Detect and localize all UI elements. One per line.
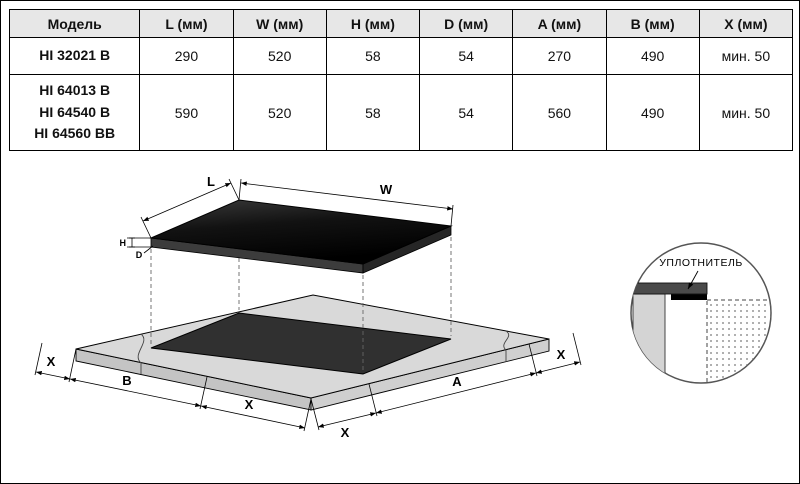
value-w: 520 xyxy=(232,74,327,151)
table-header-row: Модель L (мм) W (мм) H (мм) D (мм) A (мм… xyxy=(8,9,794,38)
value-a: 270 xyxy=(512,37,607,75)
value-h: 58 xyxy=(325,37,421,75)
dim-seg-x-front-right xyxy=(317,412,377,428)
header-d: D (мм) xyxy=(419,9,514,38)
value-h: 58 xyxy=(325,74,421,151)
value-x: мин. 50 xyxy=(698,37,794,75)
dim-label-x-front-right: X xyxy=(341,425,350,440)
dim-label-a: A xyxy=(452,374,462,389)
break-line-left xyxy=(137,333,145,374)
extension-line xyxy=(199,376,208,410)
header-x: X (мм) xyxy=(698,9,794,38)
value-b: 490 xyxy=(605,74,700,151)
header-w: W (мм) xyxy=(232,9,327,38)
dimensions-table: Модель L (мм) W (мм) H (мм) D (мм) A (мм… xyxy=(8,9,794,151)
extension-line xyxy=(140,216,152,239)
extension-line xyxy=(310,398,320,431)
extension-line xyxy=(34,342,43,376)
extension-line xyxy=(238,178,242,201)
extension-line xyxy=(228,178,240,201)
seal-strip xyxy=(671,294,707,300)
header-model: Модель xyxy=(8,9,141,38)
leader-line-d xyxy=(143,245,154,254)
header-h: H (мм) xyxy=(325,9,421,38)
value-b: 490 xyxy=(605,37,700,75)
extension-line xyxy=(368,383,378,417)
table-row: HI 64013 B HI 64540 B HI 64560 BB 590 52… xyxy=(8,74,794,151)
hob-dimensions xyxy=(127,178,454,254)
dim-label-x-right: X xyxy=(557,347,566,362)
extension-line xyxy=(572,332,582,366)
value-l: 590 xyxy=(139,74,234,151)
dim-label-d: D xyxy=(136,250,143,260)
model-name: HI 64560 BB xyxy=(34,125,116,142)
table-row: HI 32021 B 290 520 58 54 270 490 мин. 50 xyxy=(8,37,794,75)
value-w: 520 xyxy=(232,37,327,75)
header-b: B (мм) xyxy=(605,9,700,38)
leader-arrow xyxy=(687,270,699,290)
installation-diagram: L W H D X B X X A X xyxy=(34,174,772,440)
seal-detail: УПЛОТНИТЕЛЬ xyxy=(630,242,772,384)
break-line-right xyxy=(503,330,510,362)
value-d: 54 xyxy=(419,37,514,75)
model-name-cell: HI 64013 B HI 64540 B HI 64560 BB xyxy=(8,74,141,151)
dim-label-h: H xyxy=(120,238,127,248)
dim-label-l: L xyxy=(207,174,215,189)
model-name: HI 32021 B xyxy=(39,47,111,64)
dim-label-b: B xyxy=(122,373,131,388)
value-l: 290 xyxy=(139,37,234,75)
countertop xyxy=(75,294,550,411)
hob-glass-section xyxy=(631,282,708,295)
model-name: HI 64013 B xyxy=(39,81,111,98)
dim-line-w xyxy=(240,181,454,211)
value-x: мин. 50 xyxy=(698,74,794,151)
seal-label: УПЛОТНИТЕЛЬ xyxy=(659,257,743,269)
dim-seg-x-left xyxy=(35,371,71,380)
value-a: 560 xyxy=(512,74,607,151)
header-a: A (мм) xyxy=(512,9,607,38)
extension-line xyxy=(303,398,312,432)
dim-line-l xyxy=(142,182,232,222)
dim-label-w: W xyxy=(380,182,393,197)
chain-front-left xyxy=(34,342,312,432)
extension-line xyxy=(528,343,538,377)
dim-seg-x-front-left xyxy=(200,405,306,429)
model-name-cell: HI 32021 B xyxy=(8,37,141,75)
dim-seg-a xyxy=(375,372,537,414)
value-d: 54 xyxy=(419,74,514,151)
hob xyxy=(149,199,453,274)
extension-line xyxy=(450,204,454,227)
chain-front-right xyxy=(310,332,582,431)
model-name: HI 64540 B xyxy=(39,103,111,120)
extension-line xyxy=(68,348,77,383)
dim-label-x-left: X xyxy=(47,354,56,369)
dim-label-x-front-left: X xyxy=(245,397,254,412)
dim-seg-x-right xyxy=(535,361,581,374)
header-l: L (мм) xyxy=(139,9,234,38)
dim-seg-b xyxy=(69,378,202,407)
countertop-cutout xyxy=(150,312,452,375)
